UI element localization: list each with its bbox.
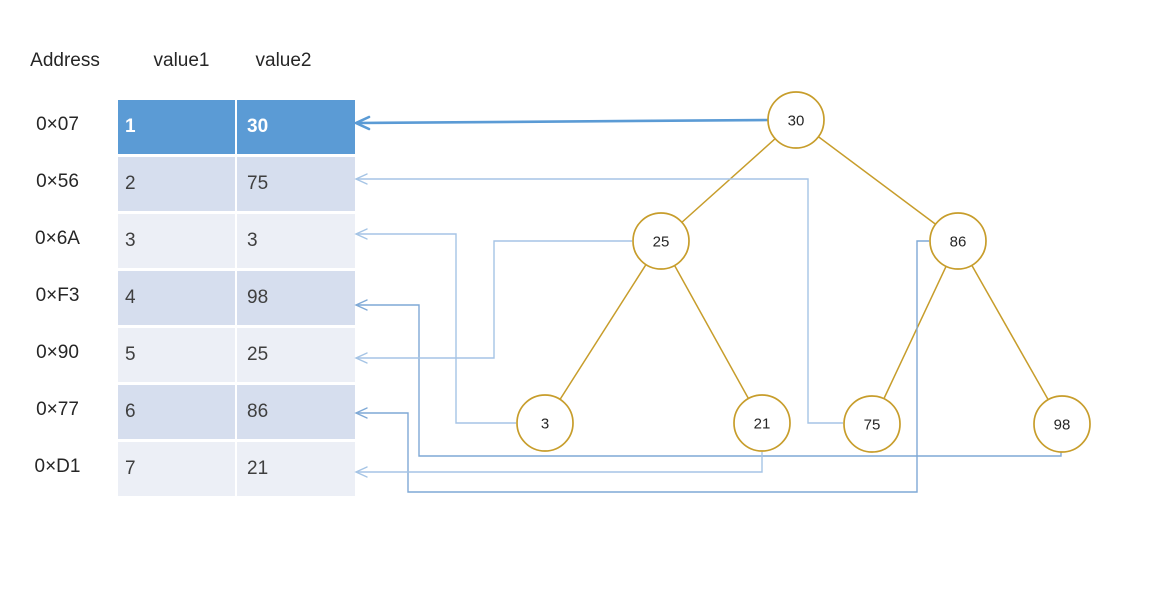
- tree-edge-86-75: [871, 240, 959, 425]
- arrow-node21-to-row-0xD1: [356, 452, 763, 473]
- table-cell-value2: 98: [237, 271, 355, 325]
- arrow-node3-to-row-0x6A: [356, 233, 516, 424]
- tree-node-label-86: 86: [950, 234, 967, 251]
- tree-node-25: [632, 212, 690, 270]
- arrow-node86-to-row-0x77-arrowhead-icon: [354, 407, 368, 419]
- tree-node-label-3: 3: [541, 416, 549, 433]
- address-label: 0×D1: [34, 456, 81, 477]
- arrow-node75-to-row-0x56-arrowhead-icon: [354, 173, 368, 185]
- tree-node-98: [1033, 395, 1091, 453]
- tree-edge-86-98: [957, 240, 1063, 425]
- table-cell-value1: 3: [118, 214, 235, 268]
- address-label: 0×6A: [35, 228, 80, 249]
- address-label: 0×77: [36, 399, 79, 420]
- tree-node-label-30: 30: [788, 113, 805, 130]
- address-label: 0×F3: [35, 285, 80, 306]
- arrow-node3-to-row-0x6A-arrowhead-icon: [354, 228, 368, 240]
- table-cell-value1: 5: [118, 328, 235, 382]
- column-header-value2: value2: [255, 50, 312, 71]
- arrow-node21-to-row-0xD1-arrowhead-icon: [354, 466, 368, 478]
- address-label: 0×07: [36, 114, 79, 135]
- table-cell-value1: 6: [118, 385, 235, 439]
- tree-edge-25-21: [660, 240, 763, 424]
- arrow-node25-to-row-0x90-arrowhead-icon: [354, 352, 368, 364]
- arrow-node98-to-row-0xF3: [356, 304, 1062, 457]
- arrow-node30-to-row-0x07: [355, 118, 770, 125]
- tree-edge-30-86: [795, 119, 959, 242]
- table-cell-value2: 21: [237, 442, 355, 496]
- arrow-node86-to-row-0x77: [356, 240, 929, 493]
- address-label: 0×56: [36, 171, 79, 192]
- tree-node-75: [843, 395, 901, 453]
- table-cell-value1: 7: [118, 442, 235, 496]
- column-header-address: Address: [30, 50, 100, 71]
- tree-node-label-21: 21: [754, 416, 771, 433]
- arrow-node75-to-row-0x56: [356, 178, 843, 424]
- tree-edge-25-3: [544, 240, 662, 424]
- table-cell-value2: 25: [237, 328, 355, 382]
- tree-node-3: [516, 394, 574, 452]
- arrow-node98-to-row-0xF3-arrowhead-icon: [354, 299, 368, 311]
- column-header-value1: value1: [153, 50, 210, 71]
- tree-node-86: [929, 212, 987, 270]
- address-label: 0×90: [36, 342, 79, 363]
- table-cell-value1: 4: [118, 271, 235, 325]
- table-cell-value1: 2: [118, 157, 235, 211]
- tree-node-21: [733, 394, 791, 452]
- table-cell-value1: 1: [118, 100, 235, 154]
- arrow-node25-to-row-0x90: [356, 240, 632, 359]
- tree-edge-30-25: [660, 119, 797, 242]
- table-cell-value2: 75: [237, 157, 355, 211]
- tree-node-label-75: 75: [864, 417, 881, 434]
- tree-node-label-25: 25: [653, 234, 670, 251]
- table-cell-value2: 3: [237, 214, 355, 268]
- tree-node-30: [767, 91, 825, 149]
- tree-node-label-98: 98: [1054, 417, 1071, 434]
- arrow-node30-to-row-0x07-arrowhead-icon: [352, 115, 371, 131]
- table-cell-value2: 30: [237, 100, 355, 154]
- table-cell-value2: 86: [237, 385, 355, 439]
